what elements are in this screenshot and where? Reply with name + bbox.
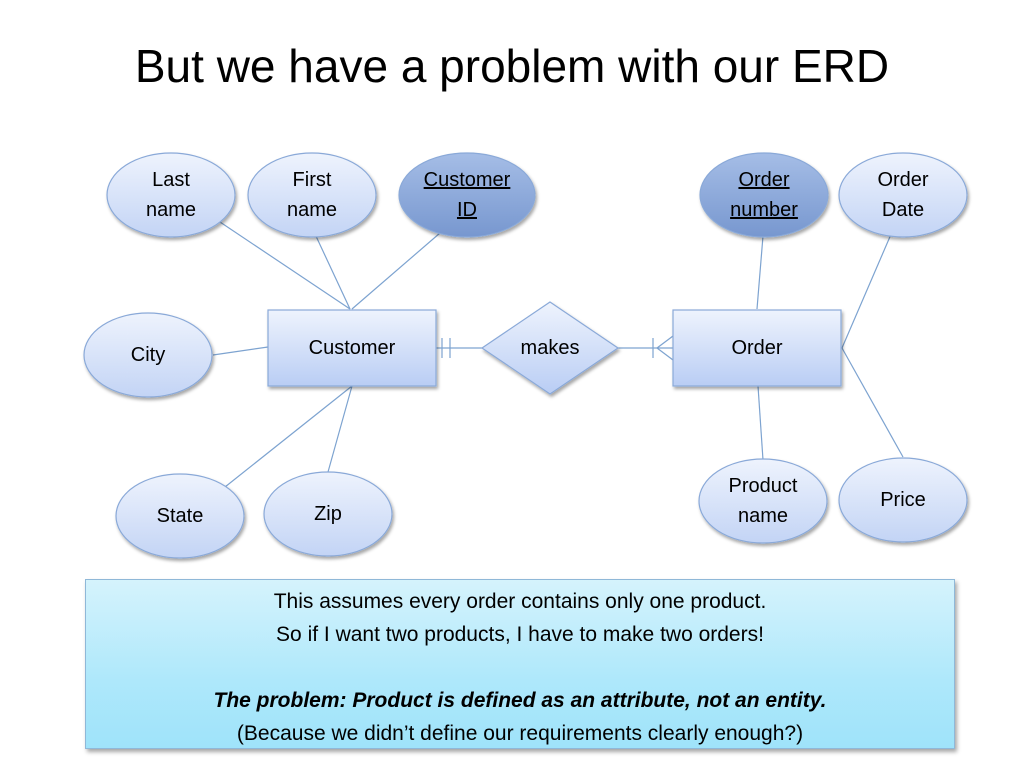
entity-shapes <box>267 301 842 395</box>
attr-zip-shape <box>263 471 393 557</box>
note-line-4: (Because we didn’t define our requiremen… <box>236 722 804 745</box>
attr-last-name-shape <box>106 152 236 238</box>
attr-city-shape <box>83 312 213 398</box>
note-line-2: So if I want two products, I have to mak… <box>276 623 764 646</box>
connector-lines <box>212 221 904 488</box>
slide-title: But we have a problem with our ERD <box>134 40 890 92</box>
line-ordernumber-order <box>756 235 764 310</box>
attr-price-shape <box>838 457 968 543</box>
note-line-3: The problem: Product is defined as an at… <box>213 689 827 712</box>
line-orderdate-order <box>841 231 893 349</box>
attr-customer-id-shape <box>398 152 536 238</box>
line-state-customer <box>224 385 353 488</box>
line-city-customer <box>212 346 269 356</box>
relationship-makes-shape <box>480 301 620 395</box>
line-zip-customer <box>327 385 353 473</box>
line-firstname-customer <box>314 233 351 310</box>
problem-note-box: This assumes every order contains only o… <box>85 579 955 749</box>
attr-state-shape <box>115 473 245 559</box>
note-spacer <box>86 651 954 684</box>
entity-order-shape <box>672 309 842 387</box>
note-line-1: This assumes every order contains only o… <box>273 590 767 613</box>
line-productname-order <box>757 385 764 461</box>
entity-customer-shape <box>267 309 437 387</box>
attr-first-name-shape <box>247 152 377 238</box>
attr-order-date-shape <box>838 152 968 238</box>
cardinality-many-mandatory <box>652 335 674 361</box>
attr-order-number-shape <box>699 152 829 238</box>
attribute-shapes <box>83 152 968 559</box>
attr-product-name-shape <box>698 458 828 544</box>
line-lastname-customer <box>219 221 351 310</box>
line-price-order <box>841 347 904 458</box>
cardinality-one-mandatory <box>441 338 451 358</box>
line-customerid-customer <box>351 232 441 310</box>
